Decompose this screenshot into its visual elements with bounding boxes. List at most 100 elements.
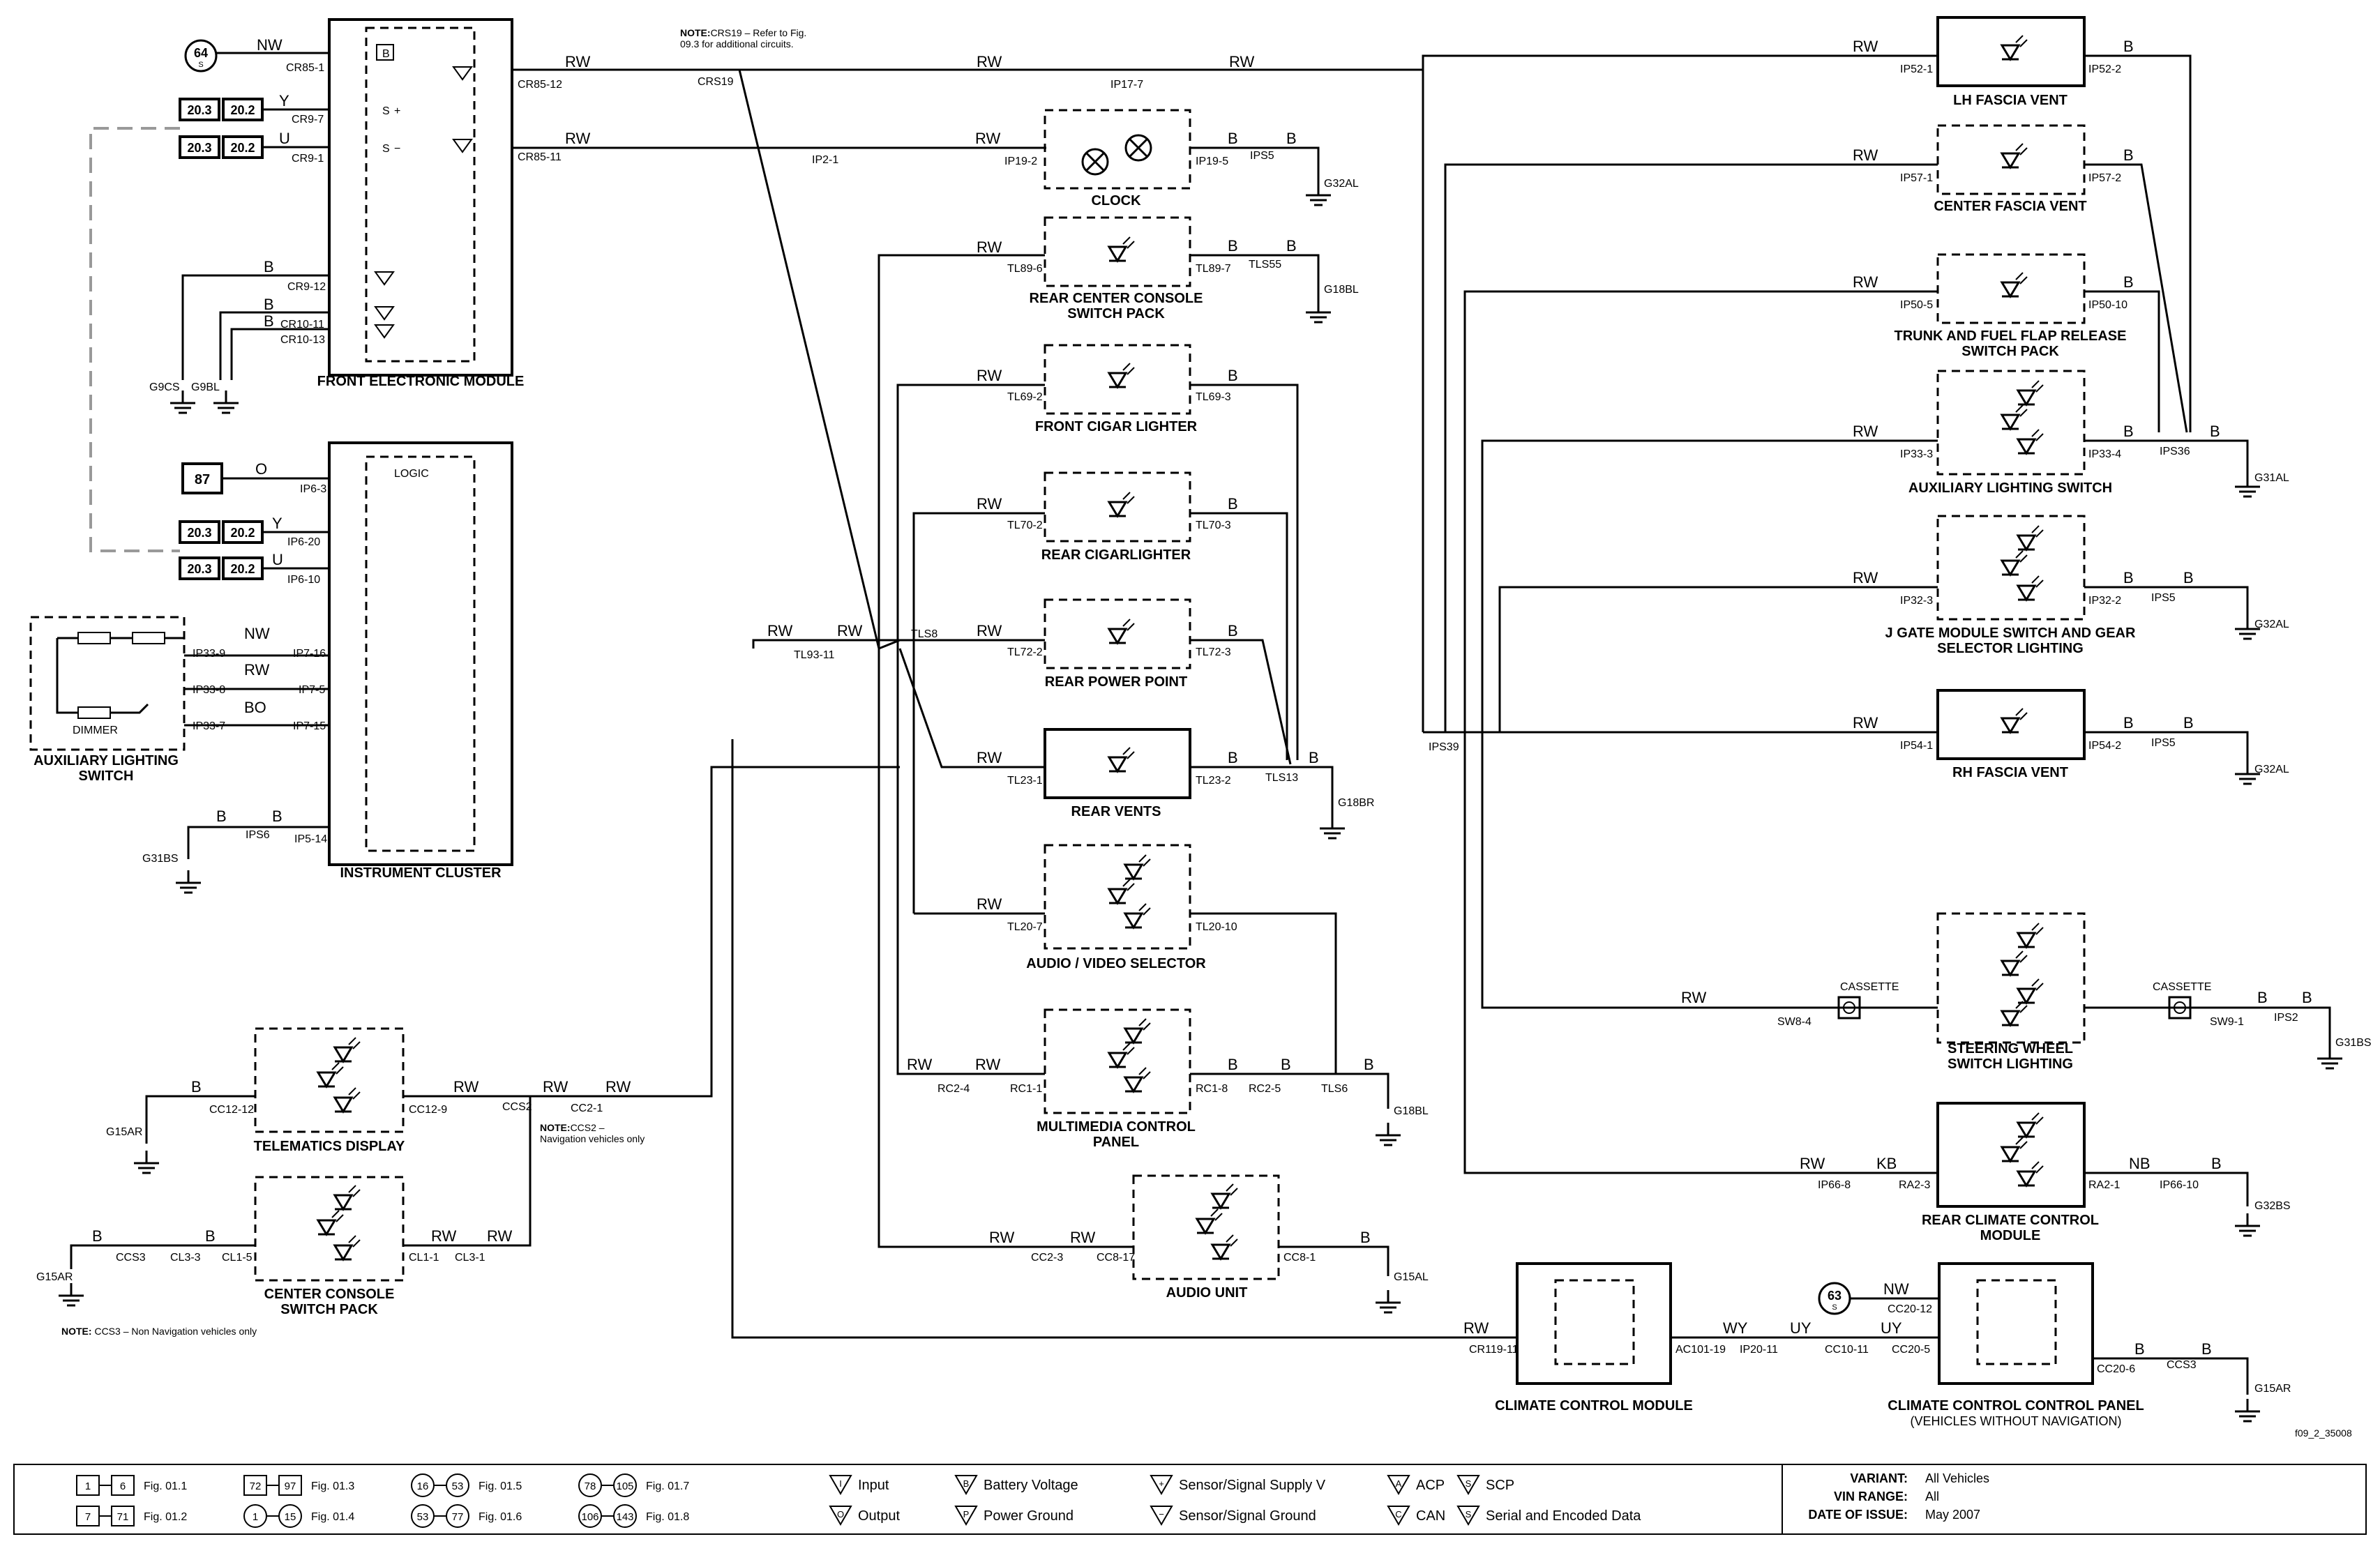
svg-text:VARIANT:: VARIANT:: [1850, 1471, 1908, 1485]
svg-text:RA2-1: RA2-1: [2088, 1179, 2120, 1191]
svg-text:S: S: [1466, 1478, 1472, 1489]
svg-text:IP17-7: IP17-7: [1110, 79, 1143, 91]
svg-text:CC10-11: CC10-11: [1825, 1344, 1869, 1356]
svg-text:B: B: [272, 808, 283, 825]
svg-text:RW: RW: [1853, 273, 1878, 291]
audio-unit: AUDIO UNIT: [1132, 1174, 1280, 1301]
svg-text:B: B: [382, 48, 390, 60]
svg-text:IP66-8: IP66-8: [1818, 1179, 1851, 1191]
svg-text:Fig. 01.7: Fig. 01.7: [646, 1480, 689, 1492]
svg-text:71: 71: [117, 1511, 129, 1523]
svg-text:CL3-3: CL3-3: [170, 1252, 201, 1264]
svg-text:B: B: [2123, 38, 2134, 55]
rear-vents: REAR VENTS: [1044, 728, 1191, 819]
svg-text:IP20-11: IP20-11: [1740, 1344, 1778, 1356]
svg-text:Y: Y: [272, 515, 283, 532]
svg-text:All Vehicles: All Vehicles: [1925, 1471, 1989, 1485]
svg-text:B: B: [2123, 273, 2134, 291]
legend-symbol: +Sensor/Signal Supply V: [1150, 1475, 1326, 1496]
svg-text:16: 16: [417, 1480, 429, 1492]
svg-text:CASSETTE: CASSETTE: [2153, 981, 2211, 993]
auxiliary-lighting-switch-right: AUXILIARY LIGHTING SWITCH: [1908, 370, 2112, 496]
svg-text:IP33-3: IP33-3: [1900, 448, 1933, 460]
svg-text:PANEL: PANEL: [1093, 1135, 1139, 1150]
svg-text:B: B: [264, 258, 274, 275]
svg-text:20.3: 20.3: [187, 526, 211, 540]
center-fascia-vent: CENTER FASCIA VENT: [1934, 124, 2087, 214]
svg-text:IP50-10: IP50-10: [2088, 299, 2127, 311]
svg-text:G31AL: G31AL: [2254, 472, 2289, 484]
svg-text:B: B: [1228, 495, 1238, 513]
svg-text:B: B: [2302, 989, 2312, 1006]
svg-text:B: B: [1228, 367, 1238, 384]
svg-text:DIMMER: DIMMER: [73, 725, 118, 736]
svg-text:Battery Voltage: Battery Voltage: [984, 1478, 1078, 1493]
svg-text:B: B: [2123, 714, 2134, 732]
svg-text:TL20-7: TL20-7: [1007, 921, 1043, 933]
svg-text:UY: UY: [1881, 1319, 1902, 1337]
svg-text:+: +: [394, 105, 400, 117]
svg-text:Y: Y: [279, 92, 289, 109]
svg-text:SCP: SCP: [1486, 1478, 1514, 1493]
svg-text:B: B: [1309, 749, 1319, 766]
svg-text:CENTER FASCIA VENT: CENTER FASCIA VENT: [1934, 199, 2086, 214]
svg-text:CR10-11: CR10-11: [280, 319, 324, 331]
rear-power-point: REAR POWER POINT: [1044, 598, 1191, 690]
svg-text:IP57-1: IP57-1: [1900, 172, 1933, 184]
svg-text:RW: RW: [244, 661, 269, 679]
svg-text:RW: RW: [1853, 146, 1878, 164]
pin-cr85-1: CR85-1: [286, 62, 324, 74]
svg-text:15: 15: [285, 1511, 296, 1523]
svg-text:CC20-6: CC20-6: [2097, 1363, 2135, 1375]
svg-text:RW: RW: [977, 495, 1002, 513]
svg-text:SW8-4: SW8-4: [1777, 1016, 1812, 1028]
svg-text:RW: RW: [977, 53, 1002, 70]
lh-fascia-vent: LH FASCIA VENT: [1936, 16, 2086, 108]
svg-text:REAR POWER POINT: REAR POWER POINT: [1045, 674, 1187, 690]
svg-text:G15AR: G15AR: [2254, 1383, 2291, 1395]
svg-text:RW: RW: [565, 130, 590, 147]
svg-text:RW: RW: [605, 1078, 631, 1096]
ref-64-s: S: [198, 61, 203, 69]
svg-text:RC1-8: RC1-8: [1196, 1083, 1228, 1095]
svg-text:Fig. 01.8: Fig. 01.8: [646, 1511, 689, 1523]
svg-text:7: 7: [85, 1511, 91, 1523]
svg-text:B: B: [216, 808, 227, 825]
svg-text:B: B: [963, 1478, 970, 1489]
svg-text:KB: KB: [1876, 1155, 1897, 1172]
svg-text:IP19-5: IP19-5: [1196, 156, 1228, 167]
svg-text:Sensor/Signal Ground: Sensor/Signal Ground: [1179, 1508, 1316, 1524]
svg-text:RW: RW: [1463, 1319, 1489, 1337]
svg-text:CR10-13: CR10-13: [280, 334, 325, 346]
svg-text:B: B: [264, 312, 274, 330]
svg-text:G9CS: G9CS: [149, 381, 180, 393]
svg-text:G32AL: G32AL: [2254, 764, 2289, 775]
svg-text:143: 143: [616, 1511, 633, 1523]
svg-text:BO: BO: [244, 699, 266, 716]
svg-text:Serial and Encoded Data: Serial and Encoded Data: [1486, 1508, 1641, 1524]
svg-text:CCS3: CCS3: [2167, 1359, 2197, 1371]
svg-text:B: B: [1364, 1056, 1374, 1073]
svg-text:I: I: [839, 1478, 842, 1489]
rear-cigarlighter: REAR CIGARLIGHTER: [1041, 471, 1191, 563]
svg-text:B: B: [1228, 237, 1238, 255]
svg-text:DATE OF ISSUE:: DATE OF ISSUE:: [1808, 1508, 1908, 1522]
svg-text:IP32-3: IP32-3: [1900, 595, 1933, 607]
ic-title: INSTRUMENT CLUSTER: [340, 865, 502, 881]
svg-text:CC8-17: CC8-17: [1097, 1252, 1135, 1264]
svg-text:B: B: [2210, 423, 2220, 440]
svg-text:IP33-8: IP33-8: [193, 684, 225, 696]
svg-text:S: S: [382, 105, 390, 117]
svg-text:REAR CENTER CONSOLE: REAR CENTER CONSOLE: [1030, 291, 1203, 306]
svg-text:UY: UY: [1790, 1319, 1812, 1337]
svg-text:TL93-11: TL93-11: [794, 649, 835, 661]
svg-text:NOTE: CCS3 – Non Navigation ve: NOTE: CCS3 – Non Navigation vehicles onl…: [61, 1326, 257, 1337]
svg-text:G32AL: G32AL: [2254, 619, 2289, 630]
svg-text:CR9-12: CR9-12: [287, 281, 326, 293]
svg-text:B: B: [1281, 1056, 1291, 1073]
svg-text:IPS39: IPS39: [1429, 741, 1459, 753]
svg-text:CC8-1: CC8-1: [1283, 1252, 1316, 1264]
svg-text:RW: RW: [1853, 423, 1878, 440]
svg-text:RW: RW: [907, 1056, 932, 1073]
